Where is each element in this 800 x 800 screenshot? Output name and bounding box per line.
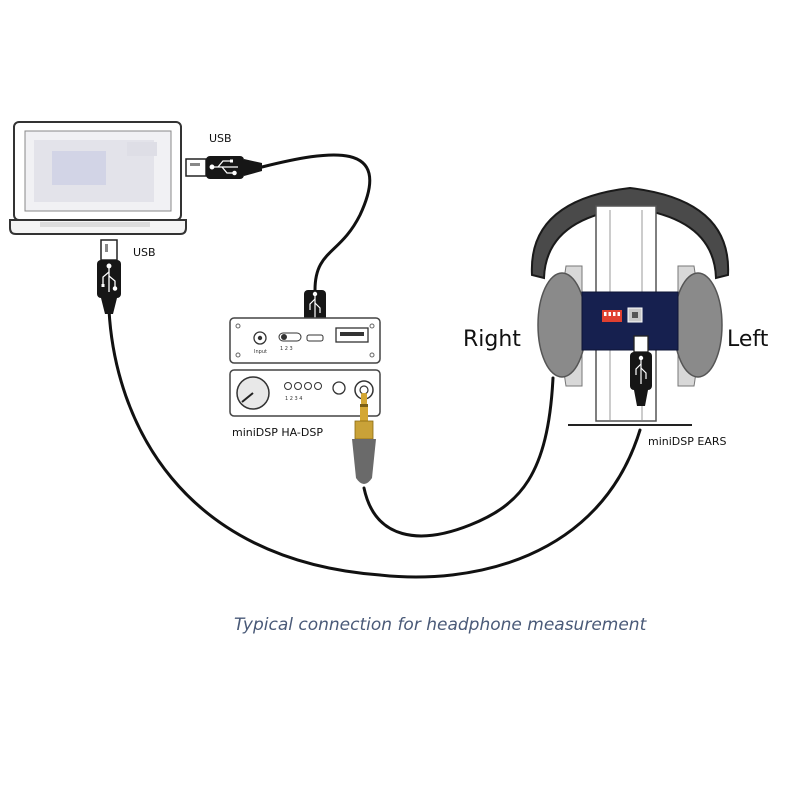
ears-dip-switch	[602, 310, 622, 322]
usb-label-side: USB	[133, 246, 156, 259]
status-led	[314, 382, 322, 390]
usb-plug-top-metal	[185, 158, 207, 177]
ha-dsp-front-panel: 1 2 3 4	[229, 369, 381, 417]
cables	[107, 153, 642, 579]
headphone-cable	[362, 376, 555, 538]
trs-plug-ring	[360, 404, 368, 407]
headband	[530, 186, 730, 280]
ha-dsp-back-panel: Input 1 2 3	[229, 317, 381, 364]
dip-switch-knob	[281, 334, 287, 340]
ha-dsp-label: miniDSP HA-DSP	[232, 426, 323, 439]
ears-dip-switch-keys	[604, 312, 620, 316]
usb-symbol-icon	[209, 159, 238, 176]
trs-plug-collar	[354, 420, 374, 440]
usb-plug-top-pin	[190, 163, 200, 166]
headphones	[530, 186, 730, 426]
ha-dsp-screw	[235, 352, 241, 358]
usb-plug-ears-strain	[634, 390, 648, 406]
screen-window-c	[127, 142, 157, 156]
status-led	[284, 382, 292, 390]
ha-dsp-screw	[235, 323, 241, 329]
trs-plug-body	[352, 439, 376, 484]
usb-plug-top	[185, 156, 262, 179]
usb-plug-ears	[630, 335, 652, 406]
usb-cable-top	[260, 153, 372, 292]
ha-dsp-input-label: Input	[254, 349, 267, 355]
usb-symbol-icon	[635, 355, 647, 384]
left-label: Left	[727, 327, 769, 352]
ha-dsp-switch-numbers: 1 2 3	[280, 346, 293, 352]
laptop	[9, 121, 187, 235]
right-label: Right	[463, 327, 521, 352]
headphone-jack-core	[359, 385, 369, 395]
power-button-icon	[332, 381, 346, 395]
diagram-caption: Typical connection for headphone measure…	[234, 615, 648, 635]
volume-knob-indicator	[241, 392, 254, 403]
input-jack-core	[257, 335, 263, 341]
laptop-keyboard-slot	[40, 222, 150, 227]
usb-plug-side-metal	[100, 239, 118, 261]
usb-label-top: USB	[209, 132, 232, 145]
trs-plug-tip	[361, 393, 367, 405]
left-ear-cup	[673, 272, 723, 378]
usb-plug-side-pin	[105, 244, 108, 252]
screen-window-b	[52, 151, 106, 185]
ha-dsp-screw	[369, 352, 375, 358]
ha-dsp-screw	[369, 323, 375, 329]
ha-dsp-led-numbers: 1 2 3 4	[285, 396, 303, 402]
status-led	[304, 382, 312, 390]
usb-symbol-icon	[101, 263, 118, 292]
ears-usb-b-port-inner	[632, 312, 638, 318]
ha-dsp-front-housing	[229, 369, 381, 417]
ears-label: miniDSP EARS	[648, 435, 727, 448]
micro-usb-port	[306, 334, 324, 342]
usb-symbol-icon	[309, 291, 321, 318]
usb-plug-side-strain	[101, 298, 117, 314]
trs-plug-sleeve	[360, 407, 368, 421]
trs-plug	[352, 393, 376, 484]
usb-plug-side	[97, 239, 121, 314]
usb-plug-top-strain	[244, 159, 262, 176]
usb-plug-ears-metal	[633, 335, 649, 353]
usb-cable-long	[107, 308, 642, 579]
status-led	[294, 382, 302, 390]
right-ear-cup	[537, 272, 587, 378]
usb-a-port-tongue	[340, 332, 364, 336]
